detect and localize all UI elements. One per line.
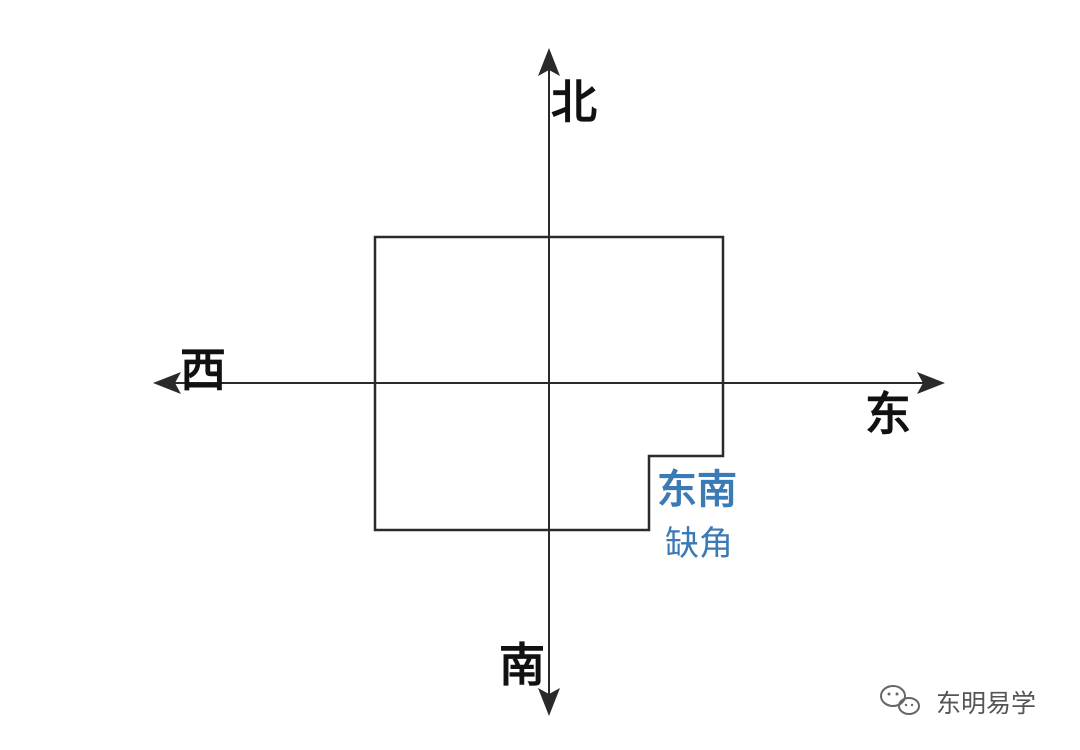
north-arrowhead [538,48,560,76]
east-arrowhead [917,372,945,394]
south-label: 南 [499,638,545,692]
missing-corner-subtitle: 缺角 [665,524,733,564]
west-label: 西 [180,343,226,397]
south-arrowhead [538,688,560,716]
north-label: 北 [551,75,597,129]
east-label: 东 [865,387,911,441]
missing-corner-title: 东南 [657,467,737,513]
wechat-icon [880,685,920,715]
watermark-text: 东明易学 [936,689,1036,718]
floor-plan-outline [373,235,725,532]
west-arrowhead [153,372,181,394]
